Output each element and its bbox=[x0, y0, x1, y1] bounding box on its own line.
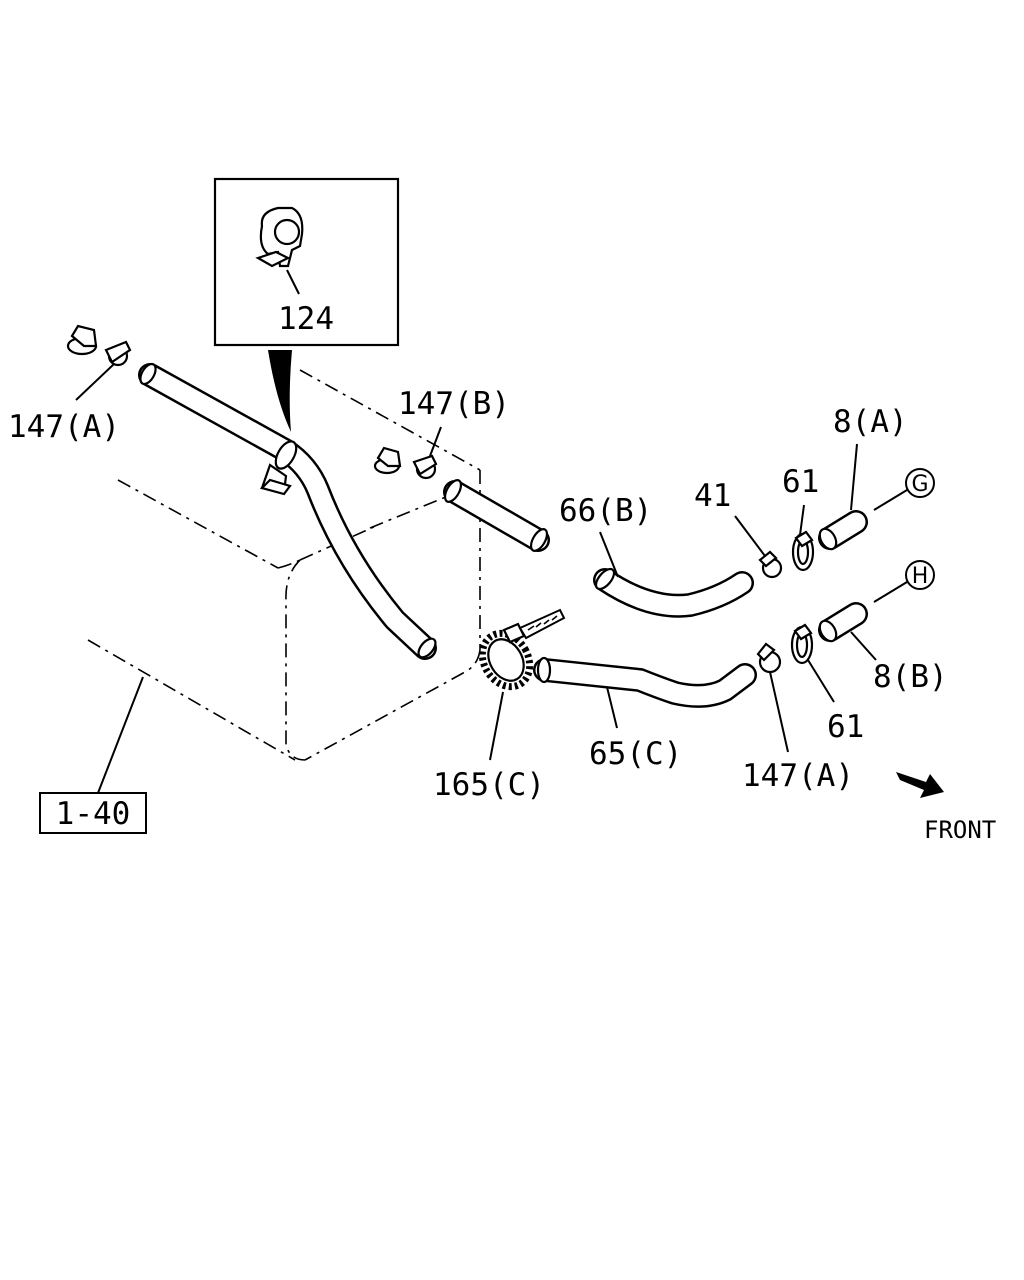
hose-65c bbox=[533, 656, 757, 708]
short-hose bbox=[443, 479, 550, 552]
clamp-61-bottom-icon bbox=[790, 623, 814, 665]
callout-41: 41 bbox=[694, 478, 731, 514]
front-arrow-icon bbox=[896, 772, 944, 798]
callout-147a-right: 147(A) bbox=[742, 758, 854, 794]
callout-147a-left: 147(A) bbox=[8, 409, 120, 445]
circle-h: H bbox=[912, 564, 929, 589]
clip-41-icon bbox=[758, 550, 783, 579]
inset-detail: 124 bbox=[213, 177, 400, 347]
pipe-8a bbox=[818, 510, 868, 551]
callout-8a: 8(A) bbox=[833, 404, 908, 440]
clamp-61-top-icon bbox=[791, 530, 815, 572]
callout-8b: 8(B) bbox=[873, 659, 948, 695]
clamp-147b-icon bbox=[373, 446, 438, 480]
fuel-tank bbox=[87, 369, 481, 761]
callout-61-top: 61 bbox=[782, 464, 819, 500]
pipe-8b bbox=[818, 602, 868, 643]
callout-61-bottom: 61 bbox=[827, 709, 864, 745]
clip-124-icon bbox=[255, 206, 304, 295]
callout-65c: 65(C) bbox=[589, 736, 682, 772]
ref-1-40: 1-40 bbox=[56, 796, 131, 832]
breather-hose bbox=[138, 362, 437, 660]
callout-66b: 66(B) bbox=[559, 493, 652, 529]
callout-165c: 165(C) bbox=[433, 767, 545, 803]
band-165c-icon bbox=[478, 608, 566, 691]
circle-g: G bbox=[911, 472, 928, 497]
callout-147b: 147(B) bbox=[398, 386, 510, 422]
hose-66b bbox=[593, 567, 754, 618]
inset-pointer bbox=[268, 350, 292, 432]
clamp-147a-right-icon bbox=[756, 642, 782, 674]
front-label: FRONT bbox=[924, 816, 996, 844]
callout-124: 124 bbox=[278, 301, 334, 337]
clamp-147a-left-icon bbox=[66, 324, 132, 367]
hose-clip-icon bbox=[259, 440, 298, 496]
